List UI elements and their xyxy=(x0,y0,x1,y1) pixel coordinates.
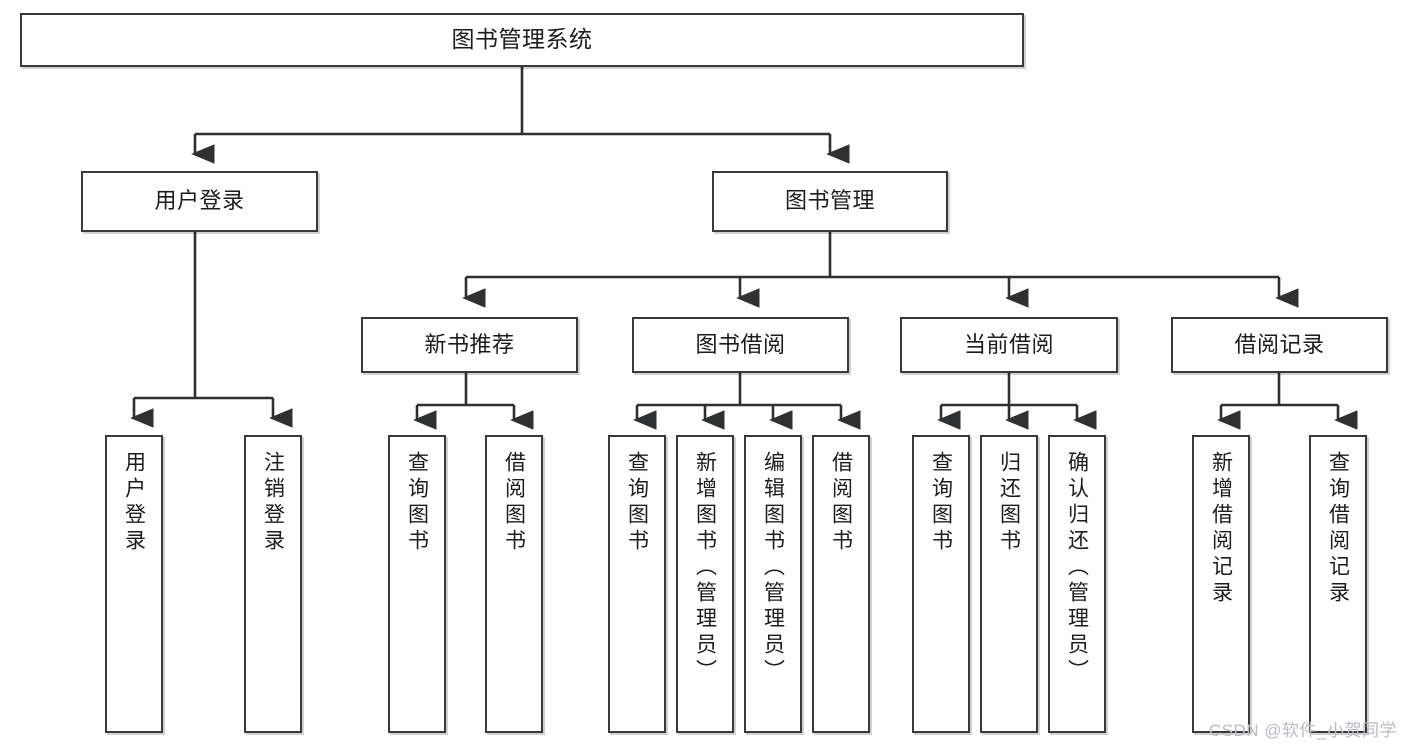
node-current-borrow[interactable]: 当前借阅 xyxy=(900,317,1118,373)
leaf-borrow-book-1-label: 借阅图书 xyxy=(502,451,526,555)
leaf-query-record-label: 查询借阅记录 xyxy=(1326,451,1350,607)
node-borrow-record-label: 借阅记录 xyxy=(1234,331,1325,357)
node-borrow-record[interactable]: 借阅记录 xyxy=(1171,317,1388,373)
node-root[interactable]: 图书管理系统 xyxy=(20,13,1024,67)
leaf-query-book-1-label: 查询图书 xyxy=(405,451,429,555)
leaf-edit-book-label: 编辑图书（管理员） xyxy=(761,451,785,685)
node-book-manage[interactable]: 图书管理 xyxy=(712,171,948,232)
leaf-add-book[interactable]: 新增图书（管理员） xyxy=(676,435,734,733)
node-book-manage-label: 图书管理 xyxy=(784,188,875,214)
leaf-add-book-label: 新增图书（管理员） xyxy=(693,451,717,685)
leaf-borrow-book-2[interactable]: 借阅图书 xyxy=(812,435,870,733)
leaf-query-book-3-label: 查询图书 xyxy=(929,451,953,555)
leaf-query-book-3[interactable]: 查询图书 xyxy=(912,435,970,733)
leaf-logout[interactable]: 注销登录 xyxy=(244,435,302,733)
node-book-borrow-label: 图书借阅 xyxy=(695,331,786,357)
node-new-book-rec[interactable]: 新书推荐 xyxy=(361,317,578,373)
leaf-borrow-book-2-label: 借阅图书 xyxy=(829,451,853,555)
leaf-query-book-2[interactable]: 查询图书 xyxy=(608,435,666,733)
leaf-confirm-return-label: 确认归还（管理员） xyxy=(1065,451,1089,685)
leaf-query-record[interactable]: 查询借阅记录 xyxy=(1309,435,1367,733)
leaf-edit-book[interactable]: 编辑图书（管理员） xyxy=(744,435,802,733)
watermark-text: CSDN @软件_小贺同学 xyxy=(1208,721,1397,740)
leaf-user-login[interactable]: 用户登录 xyxy=(105,435,163,733)
node-new-book-rec-label: 新书推荐 xyxy=(424,331,515,357)
leaf-borrow-book-1[interactable]: 借阅图书 xyxy=(485,435,543,733)
node-book-borrow[interactable]: 图书借阅 xyxy=(632,317,849,373)
leaf-logout-label: 注销登录 xyxy=(261,451,285,555)
leaf-return-book-label: 归还图书 xyxy=(997,451,1021,555)
leaf-confirm-return[interactable]: 确认归还（管理员） xyxy=(1048,435,1106,733)
node-current-borrow-label: 当前借阅 xyxy=(963,331,1054,357)
leaf-add-record-label: 新增借阅记录 xyxy=(1209,451,1233,607)
leaf-query-book-1[interactable]: 查询图书 xyxy=(388,435,446,733)
node-user-login[interactable]: 用户登录 xyxy=(81,171,318,232)
node-user-login-label: 用户登录 xyxy=(154,188,245,214)
leaf-query-book-2-label: 查询图书 xyxy=(625,451,649,555)
leaf-user-login-label: 用户登录 xyxy=(122,451,146,555)
leaf-add-record[interactable]: 新增借阅记录 xyxy=(1192,435,1250,733)
leaf-return-book[interactable]: 归还图书 xyxy=(980,435,1038,733)
node-root-label: 图书管理系统 xyxy=(451,26,593,53)
